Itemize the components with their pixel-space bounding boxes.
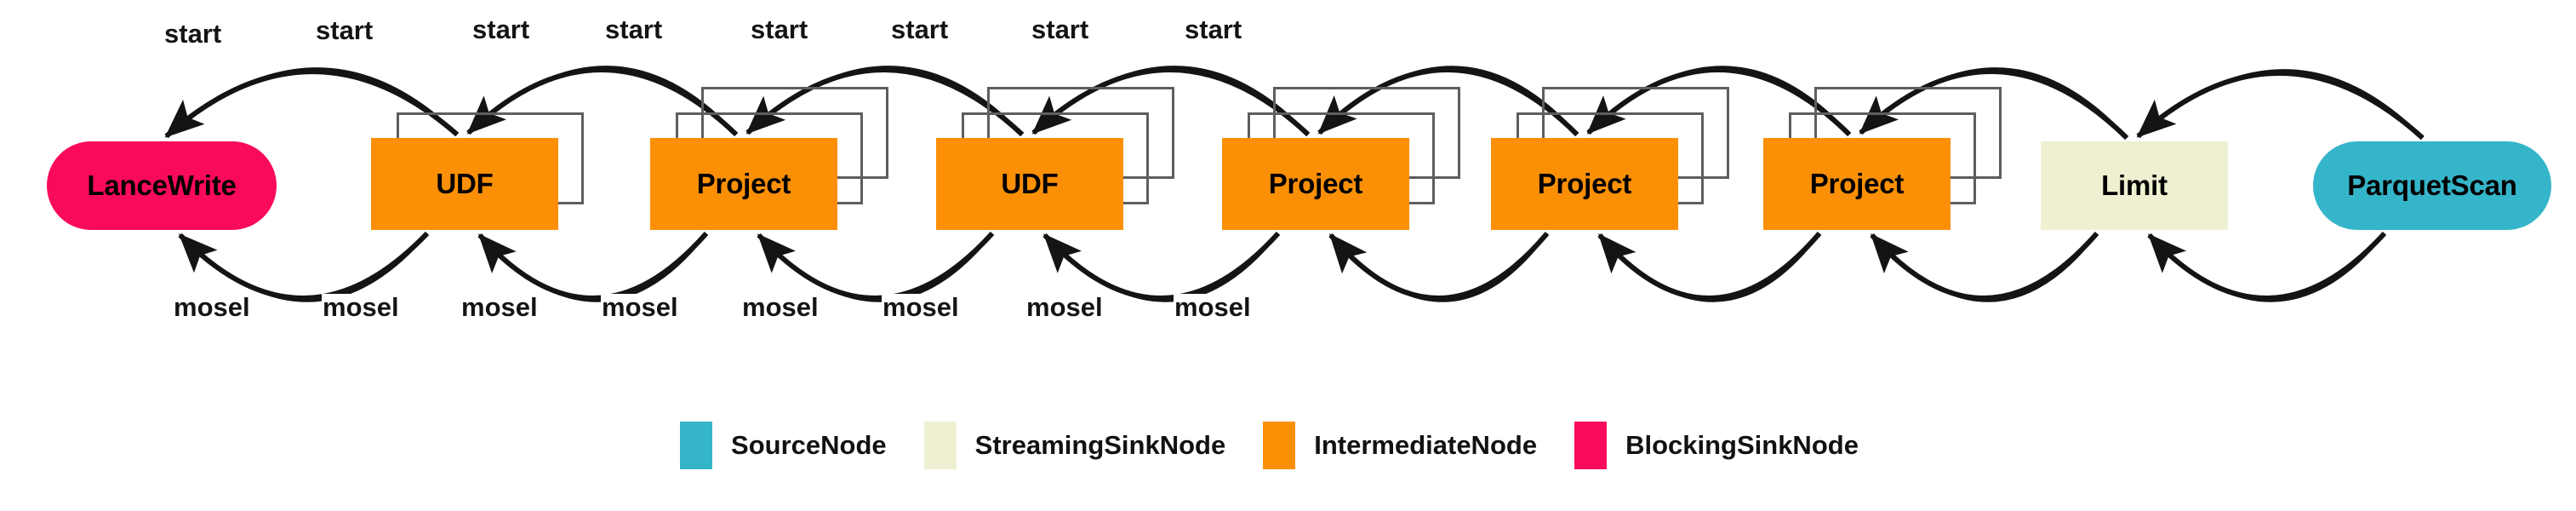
- legend-item-source_node[interactable]: SourceNode: [680, 422, 924, 469]
- legend-swatch-blocking_sink_node: [1574, 422, 1608, 469]
- edge-e12: [1042, 231, 1281, 301]
- node-label: ParquetScan: [2347, 169, 2517, 201]
- edge-label-start: start: [750, 14, 809, 44]
- graph-node-project2[interactable]: Project: [1222, 138, 1409, 230]
- node-label: LanceWrite: [87, 169, 237, 201]
- graph-node-udf2[interactable]: UDF: [936, 138, 1123, 230]
- graph-node-project4[interactable]: Project: [1763, 138, 1951, 230]
- edge-e13: [1329, 232, 1549, 302]
- edge-label-mosel: mosel: [173, 292, 251, 322]
- edge-label-start: start: [315, 15, 374, 45]
- node-label: Project: [696, 168, 791, 199]
- graph-node-parquetscan[interactable]: ParquetScan: [2313, 141, 2551, 230]
- edge-e14: [1598, 232, 1821, 302]
- edge-label-start: start: [1031, 14, 1090, 44]
- legend-swatch-source_node: [680, 422, 713, 469]
- edge-label-start: start: [604, 14, 664, 44]
- legend: SourceNode StreamingSinkNode IntermediateN…: [0, 422, 2576, 469]
- legend-item-intermediate_node[interactable]: IntermediateNode: [1263, 422, 1574, 469]
- graph-node-project3[interactable]: Project: [1491, 138, 1678, 230]
- edge-e14: [1597, 232, 1822, 301]
- legend-label: IntermediateNode: [1314, 430, 1538, 460]
- node-label: Project: [1537, 168, 1632, 199]
- edge-e16: [2147, 231, 2387, 301]
- edge-label-start: start: [163, 19, 223, 49]
- edge-label-mosel: mosel: [882, 292, 960, 322]
- edge-e10: [477, 232, 709, 301]
- node-label: Project: [1268, 168, 1363, 199]
- node-label: Project: [1809, 168, 1905, 199]
- graph-node-udf1[interactable]: UDF: [371, 138, 558, 230]
- legend-label: SourceNode: [731, 430, 887, 460]
- legend-label: StreamingSinkNode: [974, 430, 1226, 460]
- legend-swatch-intermediate_node: [1263, 422, 1296, 469]
- edge-e11: [757, 231, 995, 301]
- edge-label-mosel: mosel: [1174, 292, 1252, 322]
- edge-label-mosel: mosel: [741, 292, 820, 322]
- edge-label-mosel: mosel: [460, 292, 539, 322]
- edge-e10: [478, 232, 708, 302]
- edge-label-mosel: mosel: [601, 292, 679, 322]
- edge-label-start: start: [471, 14, 531, 44]
- node-label: Limit: [2101, 169, 2168, 201]
- edge-e13: [1328, 232, 1550, 301]
- edge-e16: [2148, 232, 2386, 302]
- edge-e12: [1043, 232, 1280, 302]
- edge-e8: [2137, 69, 2425, 140]
- legend-item-streaming_sink_node[interactable]: StreamingSinkNode: [923, 422, 1264, 469]
- edge-label-mosel: mosel: [322, 292, 400, 322]
- edge-e15: [1870, 232, 2099, 301]
- node-label: UDF: [1001, 168, 1059, 199]
- edge-label-start: start: [890, 14, 950, 44]
- graph-node-project1[interactable]: Project: [650, 138, 837, 230]
- edge-e11: [757, 232, 994, 302]
- edge-e8: [2136, 71, 2425, 141]
- legend-label: BlockingSinkNode: [1625, 430, 1859, 460]
- edge-e9: [178, 231, 430, 301]
- legend-item-blocking_sink_node[interactable]: BlockingSinkNode: [1574, 422, 1896, 469]
- edge-label-mosel: mosel: [1025, 292, 1104, 322]
- node-label: UDF: [436, 168, 494, 199]
- edge-e9: [179, 232, 429, 302]
- edge-label-start: start: [1184, 14, 1243, 44]
- legend-swatch-streaming_sink_node: [923, 422, 957, 469]
- edge-e15: [1871, 232, 2099, 302]
- graph-node-lancewrite[interactable]: LanceWrite: [47, 141, 277, 230]
- graph-node-limit[interactable]: Limit: [2041, 141, 2228, 230]
